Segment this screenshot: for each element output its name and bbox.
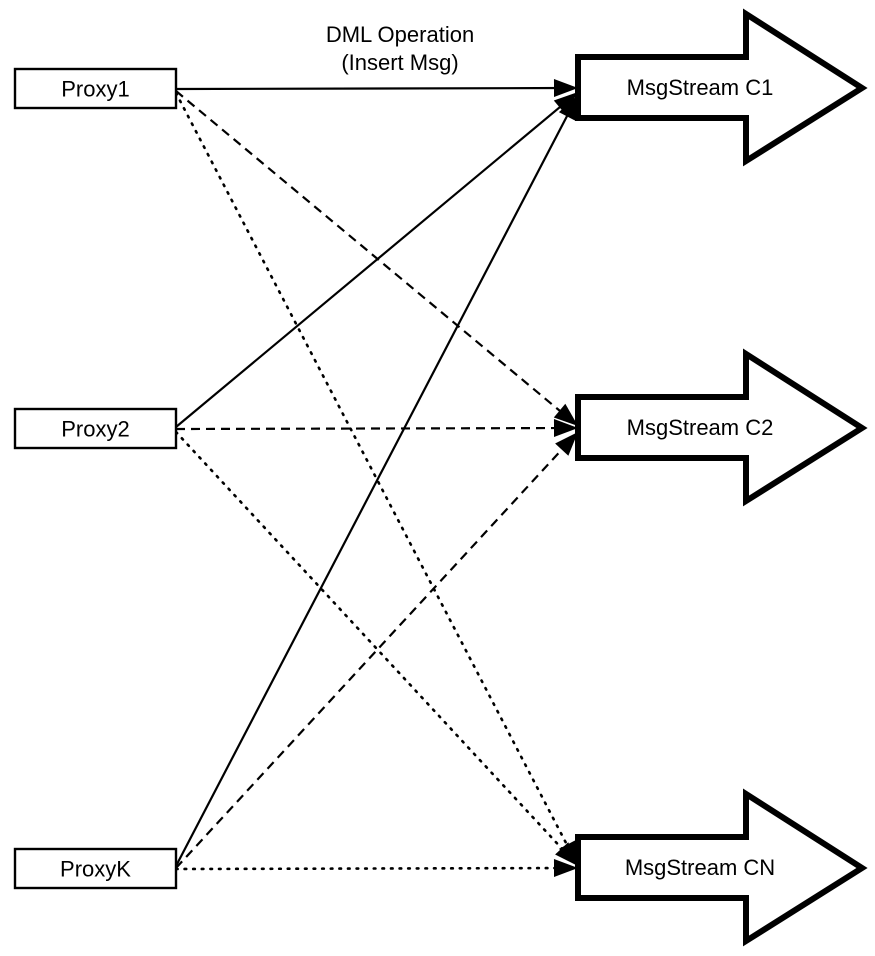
msgstream-node-layer: MsgStream C1 MsgStream C2 MsgStream CN <box>575 8 868 947</box>
proxy-box <box>13 847 178 890</box>
proxy-label: ProxyK <box>60 856 131 881</box>
arrowhead-icon <box>553 92 578 115</box>
arrowhead-icon <box>553 419 578 438</box>
proxy-node-proxy1[interactable]: Proxy1 <box>13 67 178 110</box>
connection-line-dashed <box>175 90 569 419</box>
connection-layer <box>174 79 578 878</box>
msgstream-block-arrow-shape <box>575 8 868 167</box>
connection-p2-c1[interactable] <box>175 92 578 428</box>
proxy-box <box>13 407 178 450</box>
proxy-label: Proxy2 <box>61 416 129 441</box>
msgstream-node-stream-cn[interactable]: MsgStream CN <box>575 788 868 947</box>
connection-line-dotted <box>174 91 574 856</box>
edge-label-line-1: DML Operation <box>326 22 474 47</box>
connection-line-solid <box>175 106 573 867</box>
msgstream-label: MsgStream C1 <box>627 75 774 100</box>
arrowhead-icon <box>553 403 578 426</box>
arrowhead-icon <box>555 432 578 456</box>
connection-line-solid <box>175 99 569 428</box>
proxy-box <box>13 67 178 110</box>
connection-line-dashed <box>175 426 565 431</box>
connection-pk-c2[interactable] <box>175 432 578 869</box>
arrowhead-icon <box>553 79 578 98</box>
connection-pk-cn[interactable] <box>174 859 578 878</box>
connection-line-dotted <box>174 866 567 871</box>
connection-line-solid <box>175 86 565 91</box>
connection-line-dashed <box>175 440 570 869</box>
connection-p1-c2[interactable] <box>175 90 578 426</box>
connection-p2-cn[interactable] <box>174 430 578 866</box>
msgstream-label: MsgStream C2 <box>627 415 774 440</box>
connection-p1-c1[interactable] <box>175 79 578 98</box>
connection-pk-c1[interactable] <box>175 95 578 867</box>
proxy-node-proxyk[interactable]: ProxyK <box>13 847 178 890</box>
arrowhead-icon <box>555 842 578 866</box>
arrowhead-icon <box>558 95 578 121</box>
edge-label-dml-operation: DML Operation (Insert Msg) <box>326 22 474 75</box>
edge-label-line-2: (Insert Msg) <box>341 50 458 75</box>
msgstream-block-arrow-shape <box>575 788 868 947</box>
msgstream-block-arrow-shape <box>575 348 868 507</box>
msgstream-node-stream-c2[interactable]: MsgStream C2 <box>575 348 868 507</box>
proxy-label: Proxy1 <box>61 76 129 101</box>
proxy-node-proxy2[interactable]: Proxy2 <box>13 407 178 450</box>
arrowhead-icon <box>553 859 578 878</box>
msgstream-label: MsgStream CN <box>625 855 775 880</box>
connection-p2-c2[interactable] <box>175 419 578 438</box>
connection-line-dotted <box>174 430 571 858</box>
msgstream-node-stream-c1[interactable]: MsgStream C1 <box>575 8 868 167</box>
